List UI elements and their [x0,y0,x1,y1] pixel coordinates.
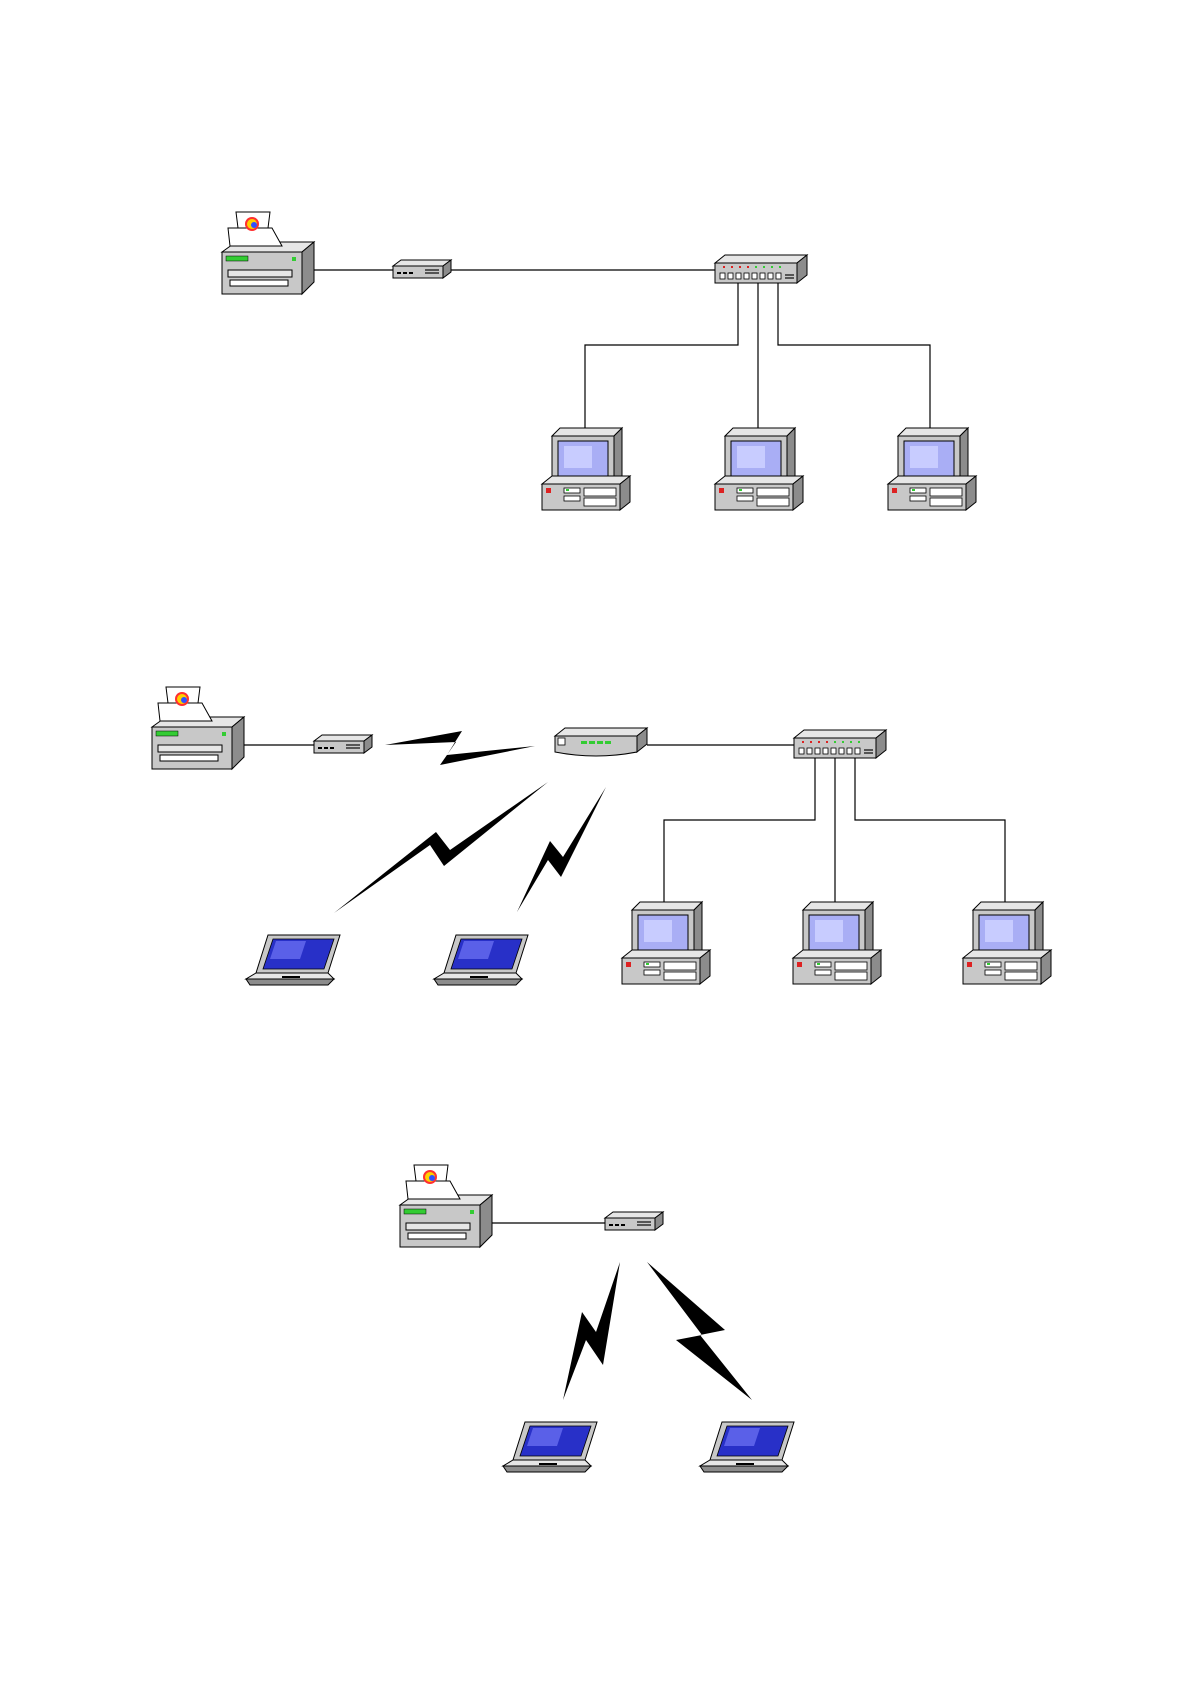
desktop-computer-icon [963,902,1051,984]
laptop-icon [700,1422,794,1472]
desktop-computer-icon [888,428,976,510]
desktop-computer-icon [622,902,710,984]
laptop-icon [246,935,340,985]
wireless-link-icon [647,1262,752,1400]
link-switch-desktop-2c [855,758,1005,902]
switch-icon [794,730,886,758]
hybrid-network-diagram [152,687,1051,985]
link-switch-desktop-2a [664,758,815,902]
wireless-access-point-icon [555,728,647,756]
wireless-link-icon [563,1262,620,1400]
desktop-computer-icon [542,428,630,510]
link-switch-desktop-1c [778,283,930,428]
print-server-icon [314,735,372,753]
printer-icon [222,212,314,294]
desktop-computer-icon [793,902,881,984]
printer-icon [152,687,244,769]
switch-icon [715,255,807,283]
link-switch-desktop-1a [585,283,738,428]
wireless-link-icon [517,787,606,912]
desktop-computer-icon [715,428,803,510]
wired-network-diagram [222,212,976,510]
wireless-link-icon [334,782,548,913]
printer-icon [400,1165,492,1247]
wireless-link-icon [385,731,535,765]
laptop-icon [434,935,528,985]
wireless-print-server-icon [605,1212,663,1230]
laptop-icon [503,1422,597,1472]
print-server-icon [393,260,451,278]
wireless-network-diagram [400,1165,794,1472]
